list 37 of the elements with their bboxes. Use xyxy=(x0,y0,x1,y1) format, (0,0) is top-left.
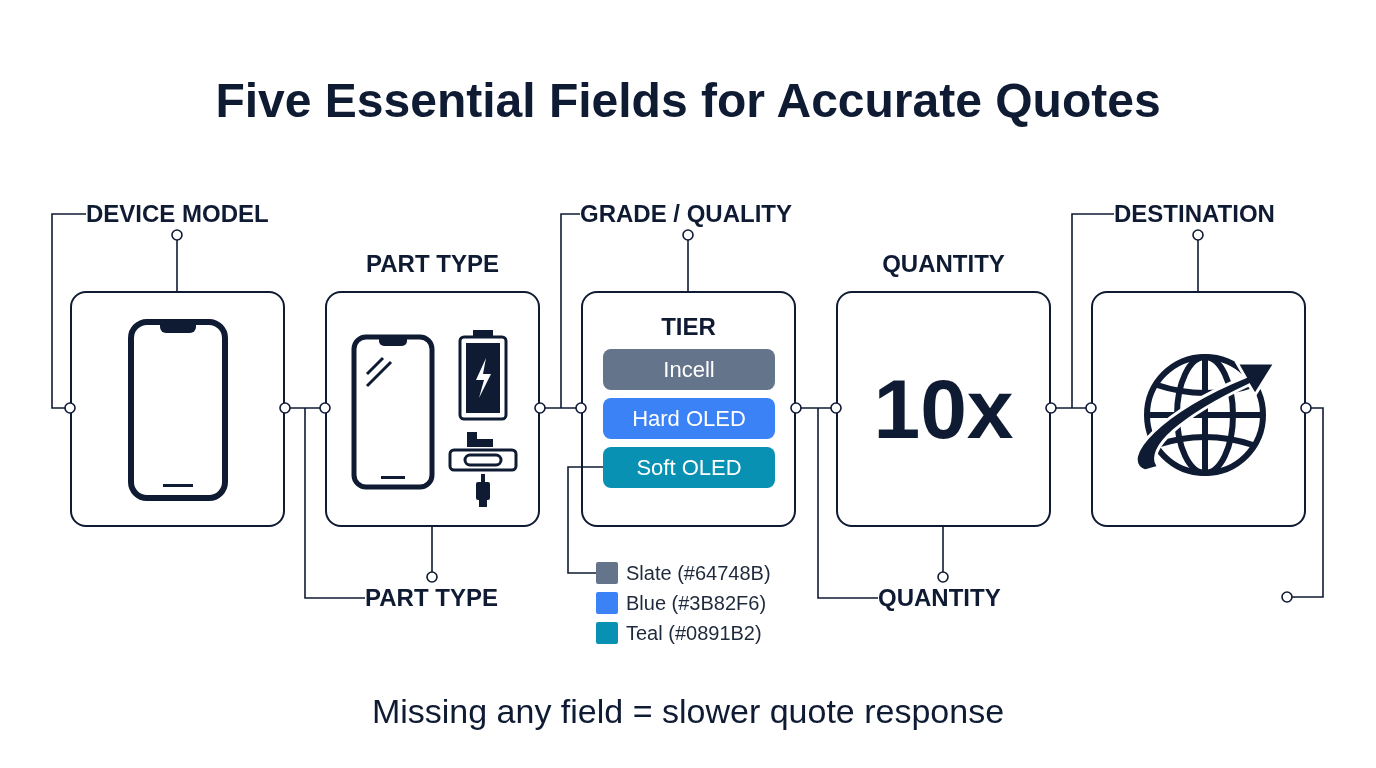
connector-line xyxy=(567,466,604,574)
field-card xyxy=(581,291,796,527)
legend-text: Blue (#3B82F6) xyxy=(626,592,767,614)
field-label: PART TYPE xyxy=(365,584,498,612)
legend-text: Slate (#64748B) xyxy=(626,562,771,584)
card-heading: TIER xyxy=(660,313,717,341)
connector-line xyxy=(534,402,587,414)
footer-note: Missing any field = slower quote response xyxy=(371,691,1005,732)
quantity-value: 10x xyxy=(873,367,1014,451)
field-label: GRADE / QUALITY xyxy=(580,200,792,228)
connector-line xyxy=(171,229,183,292)
connector-line xyxy=(426,526,438,583)
tier-pill: Soft OLED xyxy=(603,447,775,488)
connector-line xyxy=(937,526,949,583)
tier-pill: Hard OLED xyxy=(603,398,775,439)
connector-line xyxy=(279,402,331,414)
leader-line xyxy=(817,407,879,599)
field-card xyxy=(1091,291,1306,527)
connector-line xyxy=(1045,402,1097,414)
legend-swatch xyxy=(596,562,618,584)
leader-line xyxy=(1071,213,1115,409)
field-card xyxy=(70,291,285,527)
field-heading: QUANTITY xyxy=(881,250,1006,278)
connector-line xyxy=(790,402,842,414)
tier-pill: Incell xyxy=(603,349,775,390)
connector-line xyxy=(1192,229,1204,292)
leader-line xyxy=(560,213,581,409)
title: Five Essential Fields for Accurate Quotes xyxy=(215,73,1161,129)
field-heading: PART TYPE xyxy=(365,250,500,278)
connector-line xyxy=(51,213,87,414)
leader-line xyxy=(1281,402,1324,603)
field-label: QUANTITY xyxy=(878,584,1001,612)
legend-text: Teal (#0891B2) xyxy=(626,622,762,644)
field-label: DESTINATION xyxy=(1114,200,1275,228)
field-label: DEVICE MODEL xyxy=(86,200,269,228)
connector-line xyxy=(682,229,694,292)
leader-line xyxy=(304,407,366,599)
